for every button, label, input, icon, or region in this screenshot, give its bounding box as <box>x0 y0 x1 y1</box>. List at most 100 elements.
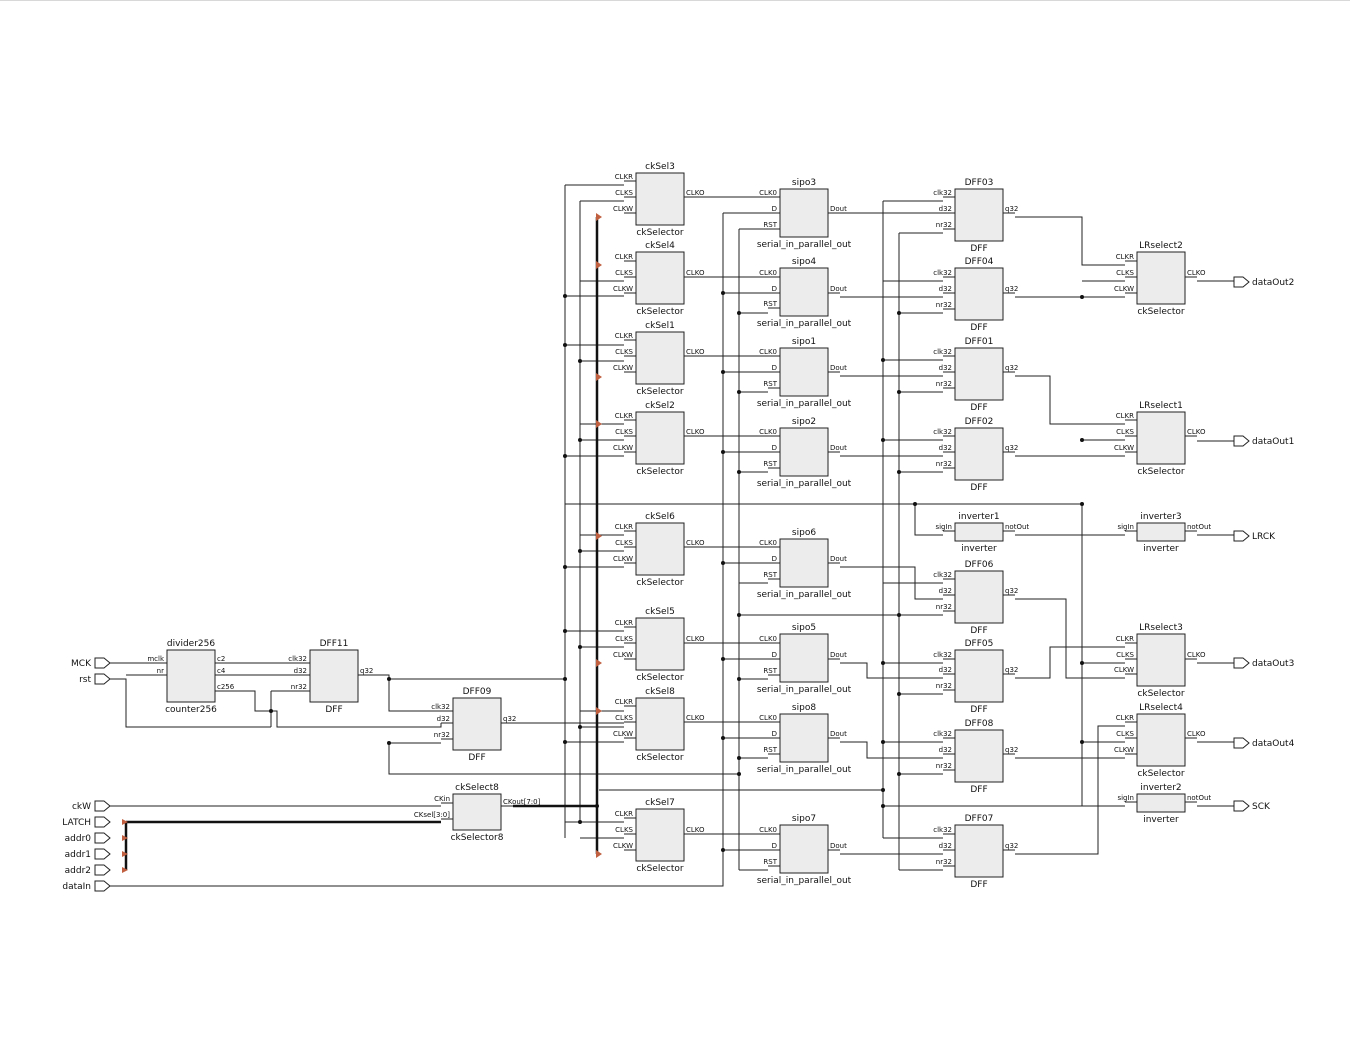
sipo6-body[interactable] <box>779 538 829 588</box>
addr0-input-port[interactable]: addr0 <box>65 832 111 844</box>
sck-output-port[interactable]: SCK <box>1233 800 1271 812</box>
sipo7-body[interactable] <box>779 824 829 874</box>
sipo3-pin-out: Dout <box>830 205 847 213</box>
rst-input-port[interactable]: rst <box>79 673 111 685</box>
sipo8-body[interactable] <box>779 713 829 763</box>
sipo3-pin-in: D <box>772 205 777 213</box>
dff07-pin-in: d32 <box>939 842 952 850</box>
inverter1-body[interactable] <box>954 522 1004 542</box>
cksel8-body[interactable] <box>635 697 685 751</box>
cksel2-body[interactable] <box>635 411 685 465</box>
inverter2-body[interactable] <box>1136 793 1186 813</box>
cksel5-type-label: ckSelector <box>636 673 683 683</box>
cksel5-pin-out: CLKO <box>686 635 705 643</box>
dff08-body[interactable] <box>954 729 1004 783</box>
sipo4-body[interactable] <box>779 267 829 317</box>
cksel6-body[interactable] <box>635 522 685 576</box>
lrselect3-body[interactable] <box>1136 633 1186 687</box>
divider256-body[interactable] <box>166 649 216 703</box>
dff02-body[interactable] <box>954 427 1004 481</box>
dff06-pin-in: clk32 <box>933 571 952 579</box>
dff01-body[interactable] <box>954 347 1004 401</box>
lrselect4-body[interactable] <box>1136 713 1186 767</box>
dataout1-output-port[interactable]: dataOut1 <box>1233 435 1294 447</box>
dataout4-output-port[interactable]: dataOut4 <box>1233 737 1295 749</box>
sipo2-body[interactable] <box>779 427 829 477</box>
datain-input-port[interactable]: dataIn <box>62 880 111 892</box>
ckw-input-port[interactable]: ckW <box>72 800 111 812</box>
dff11-body[interactable] <box>309 649 359 703</box>
lrck-output-port[interactable]: LRCK <box>1233 530 1276 542</box>
cksel7-pin-in: CLKS <box>615 826 633 834</box>
sipo5-body[interactable] <box>779 633 829 683</box>
ckselect8-body[interactable] <box>452 793 502 831</box>
dff08-pin-in: nr32 <box>936 762 952 770</box>
cksel5-body[interactable] <box>635 617 685 671</box>
dff05-body[interactable] <box>954 649 1004 703</box>
lrselect1-body[interactable] <box>1136 411 1186 465</box>
sipo3-body[interactable] <box>779 188 829 238</box>
ckselect8-pin-out: CKout[7:0] <box>503 798 541 806</box>
lrselect3-pin-in: CLKR <box>1116 635 1134 643</box>
sipo1-body[interactable] <box>779 347 829 397</box>
dataout2-output-port[interactable]: dataOut2 <box>1233 276 1294 288</box>
cksel4-body[interactable] <box>635 251 685 305</box>
dff06-body[interactable] <box>954 570 1004 624</box>
dataout3-output-port[interactable]: dataOut3 <box>1233 657 1294 669</box>
inverter3-pin-in: sigIn <box>1117 523 1134 531</box>
cksel8-instance-label: ckSel8 <box>645 687 675 697</box>
addr2-input-port[interactable]: addr2 <box>65 864 111 876</box>
cksel7-body[interactable] <box>635 808 685 862</box>
mck-input-port[interactable]: MCK <box>71 657 111 669</box>
dff04-pin-in: nr32 <box>936 301 952 309</box>
cksel1-body[interactable] <box>635 331 685 385</box>
sipo5-instance-label: sipo5 <box>792 623 816 633</box>
dff09-body[interactable] <box>452 697 502 751</box>
inverter3-body[interactable] <box>1136 522 1186 542</box>
latch-input-port[interactable]: LATCH <box>62 816 111 828</box>
ckselect8-block[interactable]: ckSelect8CKinCKsel[3:0]CKout[7:0]ckSelec… <box>414 783 541 843</box>
ckselect8-instance-label: ckSelect8 <box>455 783 499 793</box>
dff04-body[interactable] <box>954 267 1004 321</box>
wire-layer <box>110 184 1234 887</box>
dff03-body[interactable] <box>954 188 1004 242</box>
lrselect2-body[interactable] <box>1136 251 1186 305</box>
cksel3-body[interactable] <box>635 172 685 226</box>
addr1-input-port[interactable]: addr1 <box>65 848 111 860</box>
dff07-body[interactable] <box>954 824 1004 878</box>
